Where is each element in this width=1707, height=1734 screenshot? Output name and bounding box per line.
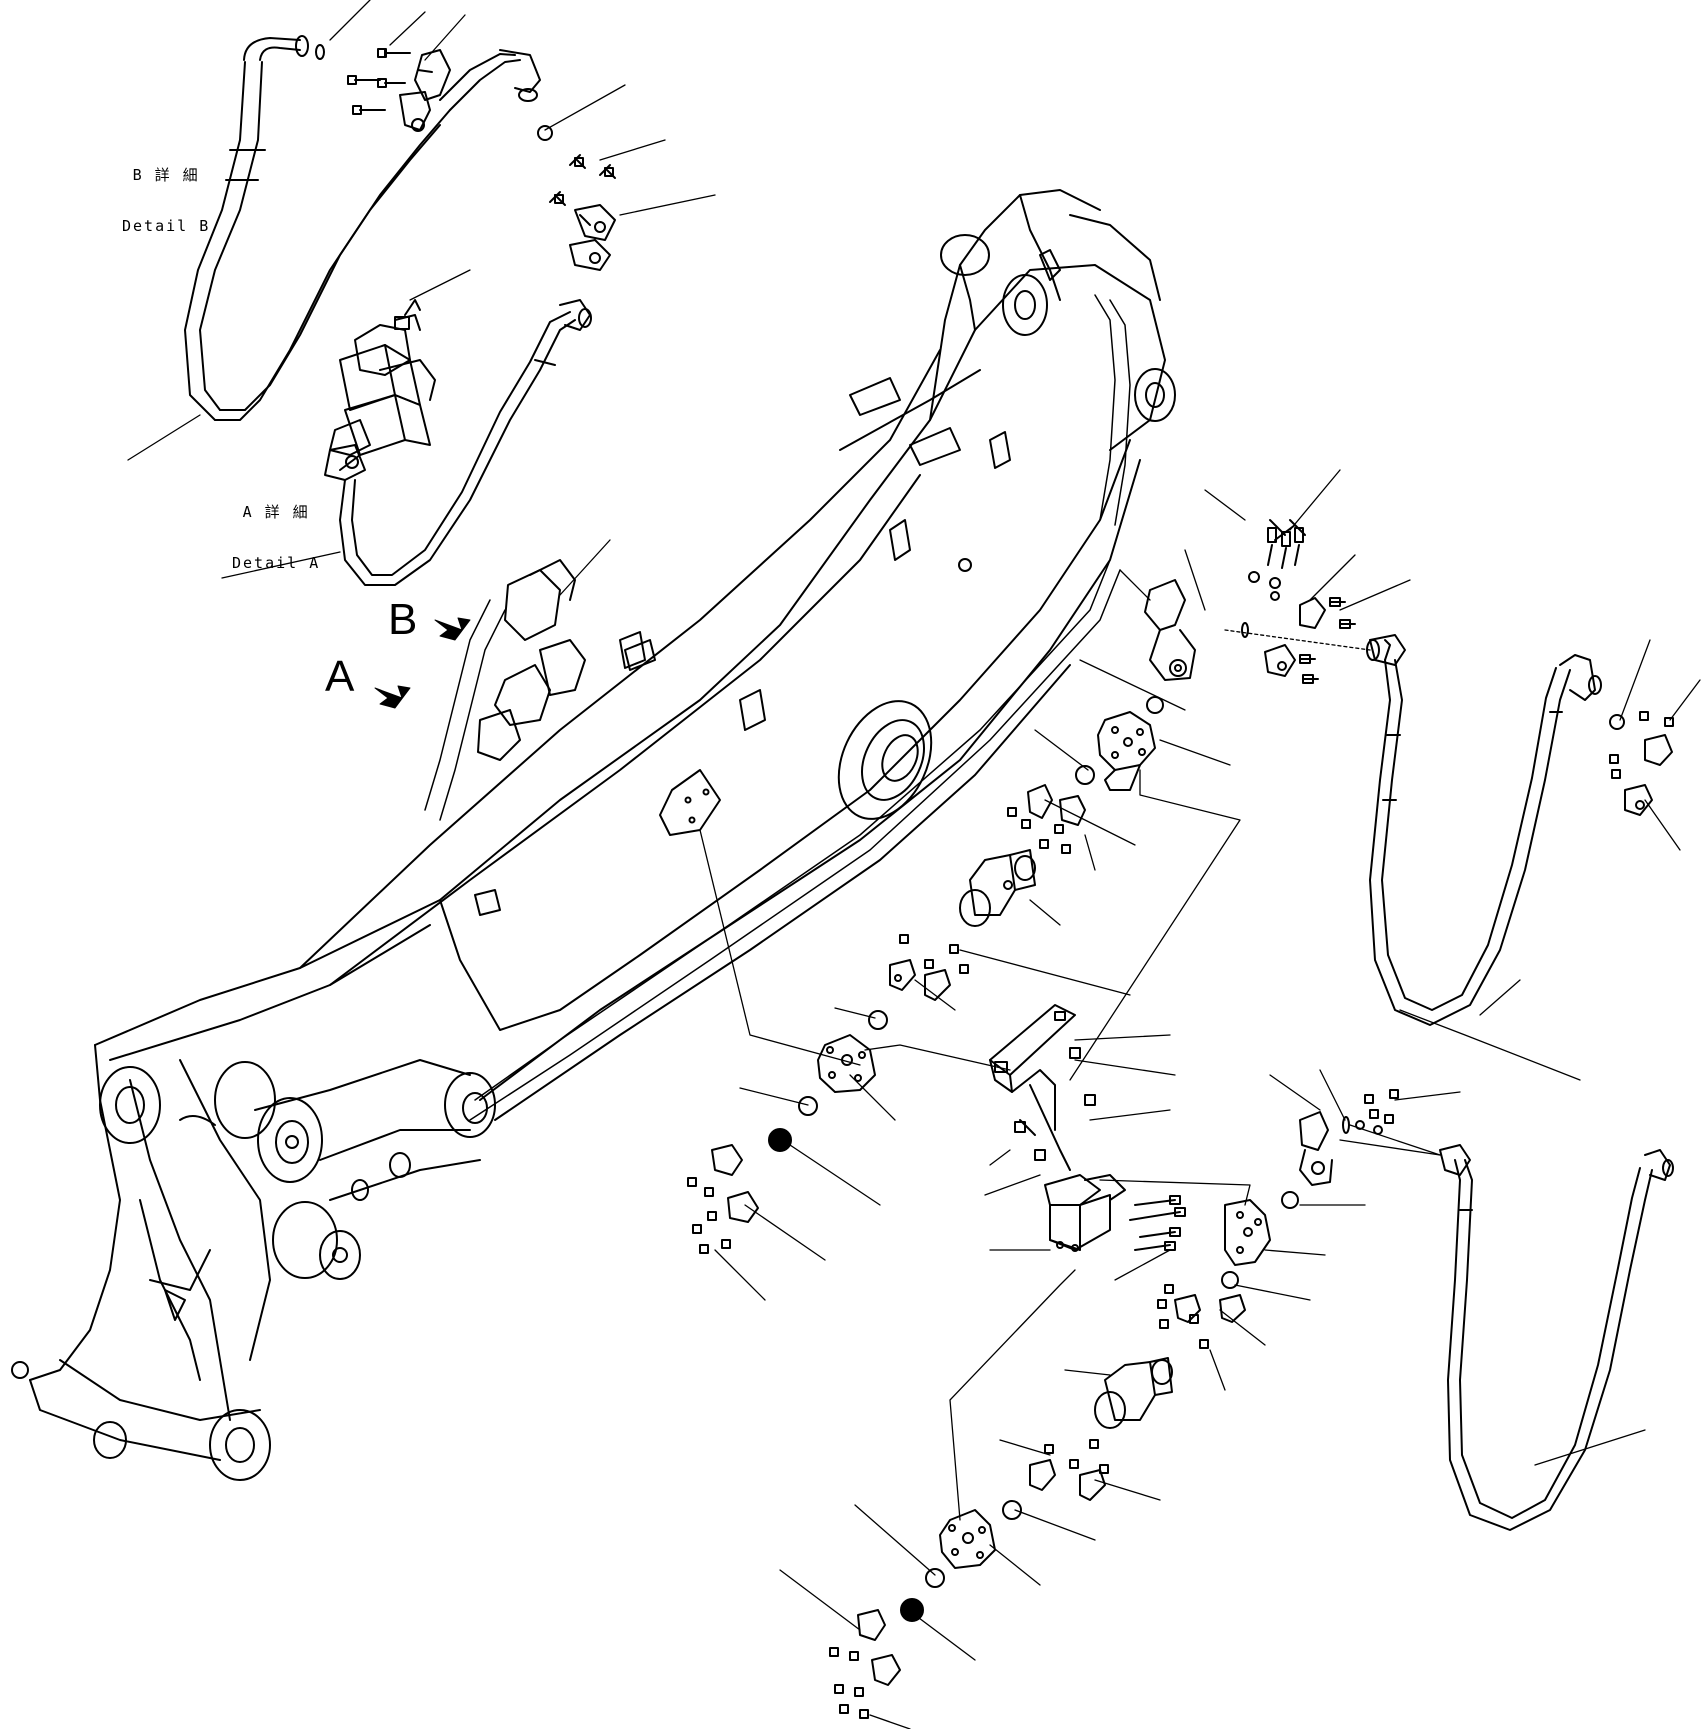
detail-a-valve: [324, 299, 592, 586]
detail-b-hose: [184, 35, 616, 421]
boom-arm: [11, 189, 1176, 1481]
detail-a-en: Detail A: [232, 554, 321, 572]
view-a-marker: A: [325, 652, 355, 701]
detail-b-en: Detail B: [122, 217, 211, 235]
detail-a-jp: A 詳 細: [242, 503, 310, 521]
detail-a-label: A 詳 細 Detail A: [232, 470, 320, 589]
exploded-parts: [687, 519, 1399, 1719]
right-hoses: [1366, 634, 1674, 1531]
detail-b-jp: B 詳 細: [132, 166, 200, 184]
leader-lines: [127, 0, 1701, 1730]
view-b-marker: B: [388, 595, 418, 644]
detail-b-label: B 詳 細 Detail B: [122, 133, 210, 252]
view-arrows: [374, 617, 471, 709]
